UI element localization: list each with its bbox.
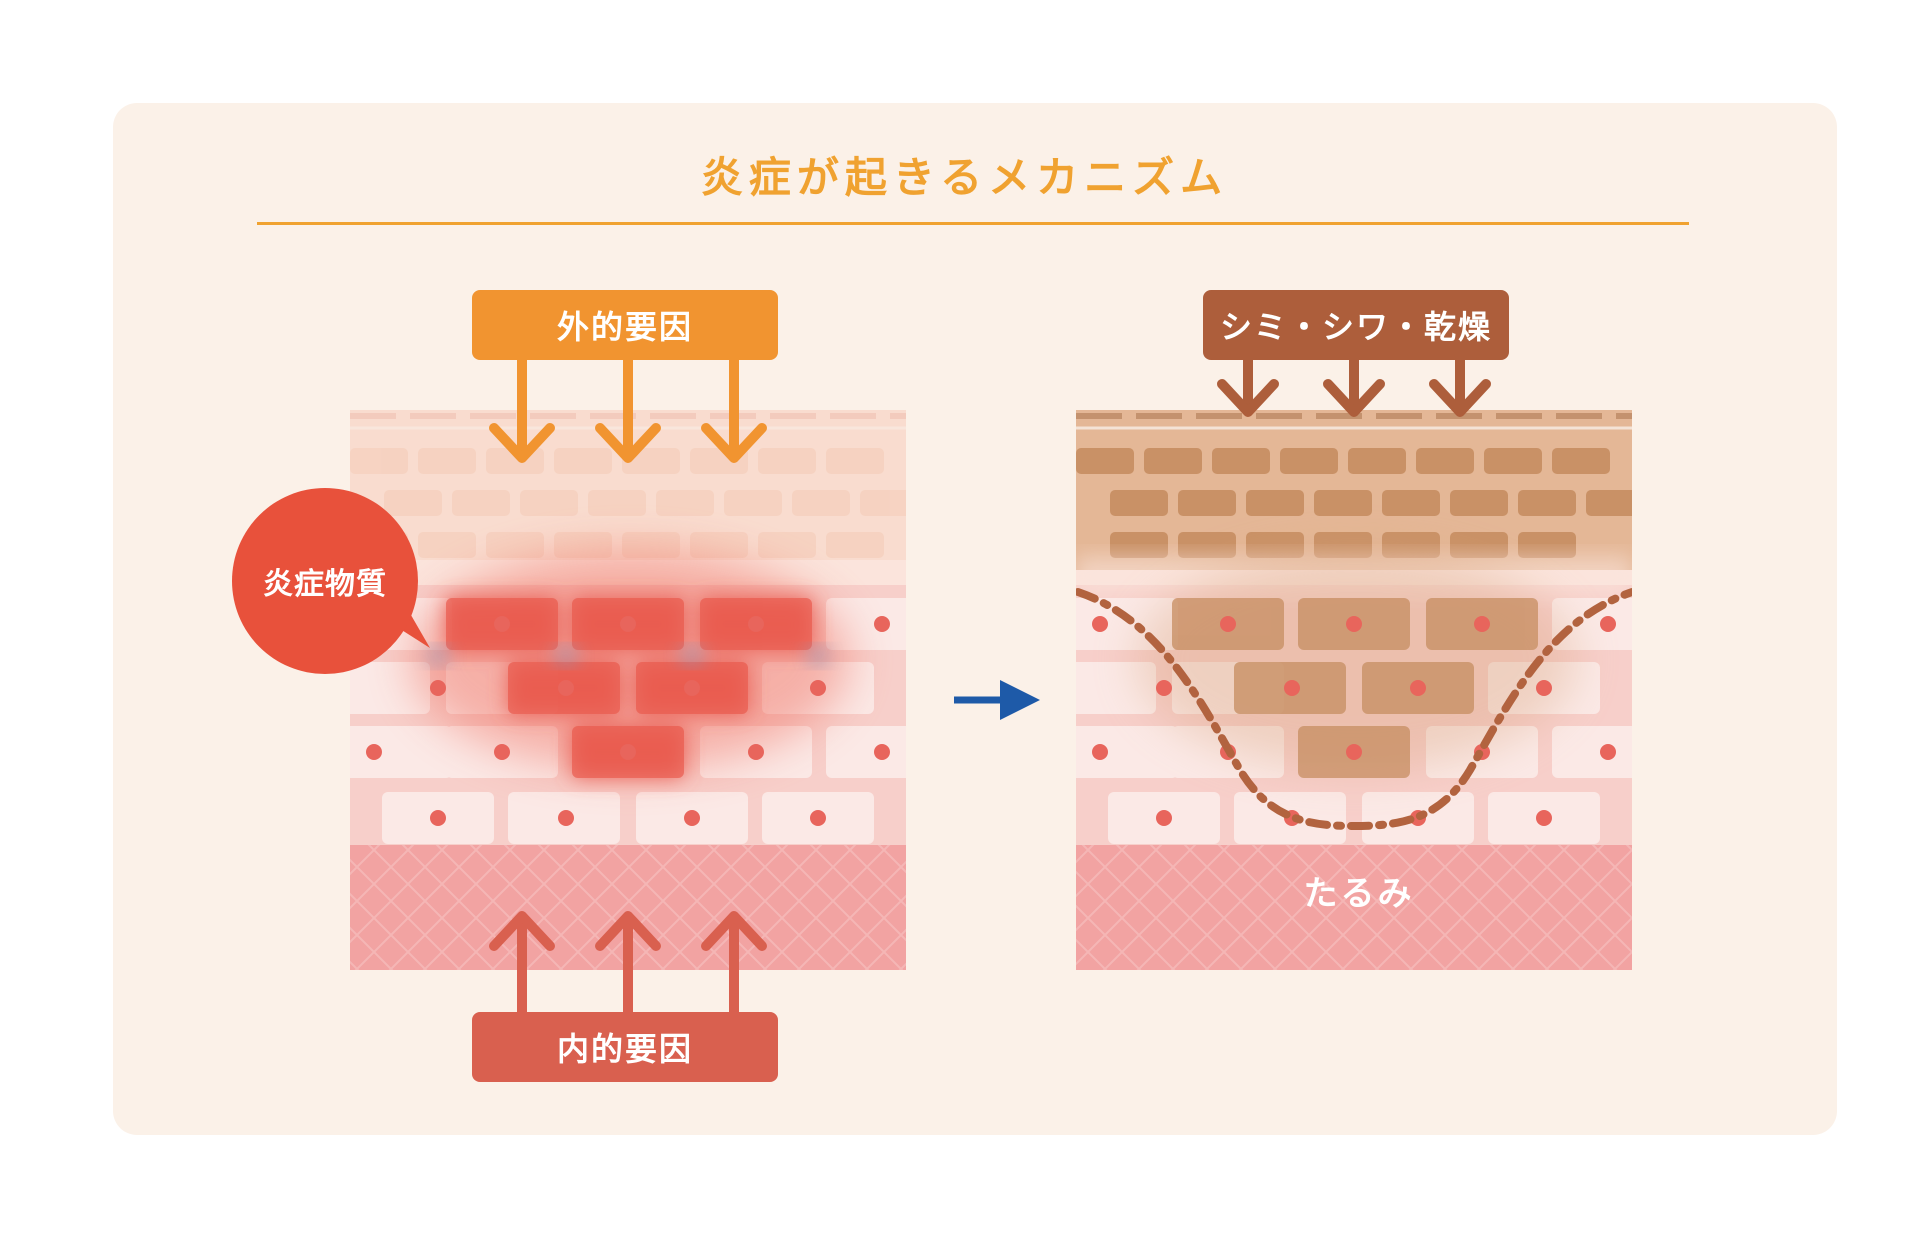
result-label: シミ・シワ・乾燥 — [1203, 290, 1509, 360]
right-skin-block — [1076, 410, 1632, 970]
internal-arrows — [489, 911, 767, 1019]
internal-factors-label: 内的要因 — [472, 1012, 778, 1082]
sagging-curve — [1076, 588, 1632, 831]
external-arrows — [489, 355, 767, 463]
result-arrows — [1217, 355, 1491, 417]
inflammatory-substance-bubble: 炎症物質 — [232, 488, 418, 674]
left-skin-block — [350, 410, 906, 970]
external-factors-label: 外的要因 — [472, 290, 778, 360]
title-underline — [257, 222, 1689, 225]
sagging-label: たるみ — [1303, 874, 1415, 914]
diagram-title: 炎症が起きるメカニズム — [700, 153, 1229, 202]
right-arrow-icon — [954, 680, 1040, 720]
